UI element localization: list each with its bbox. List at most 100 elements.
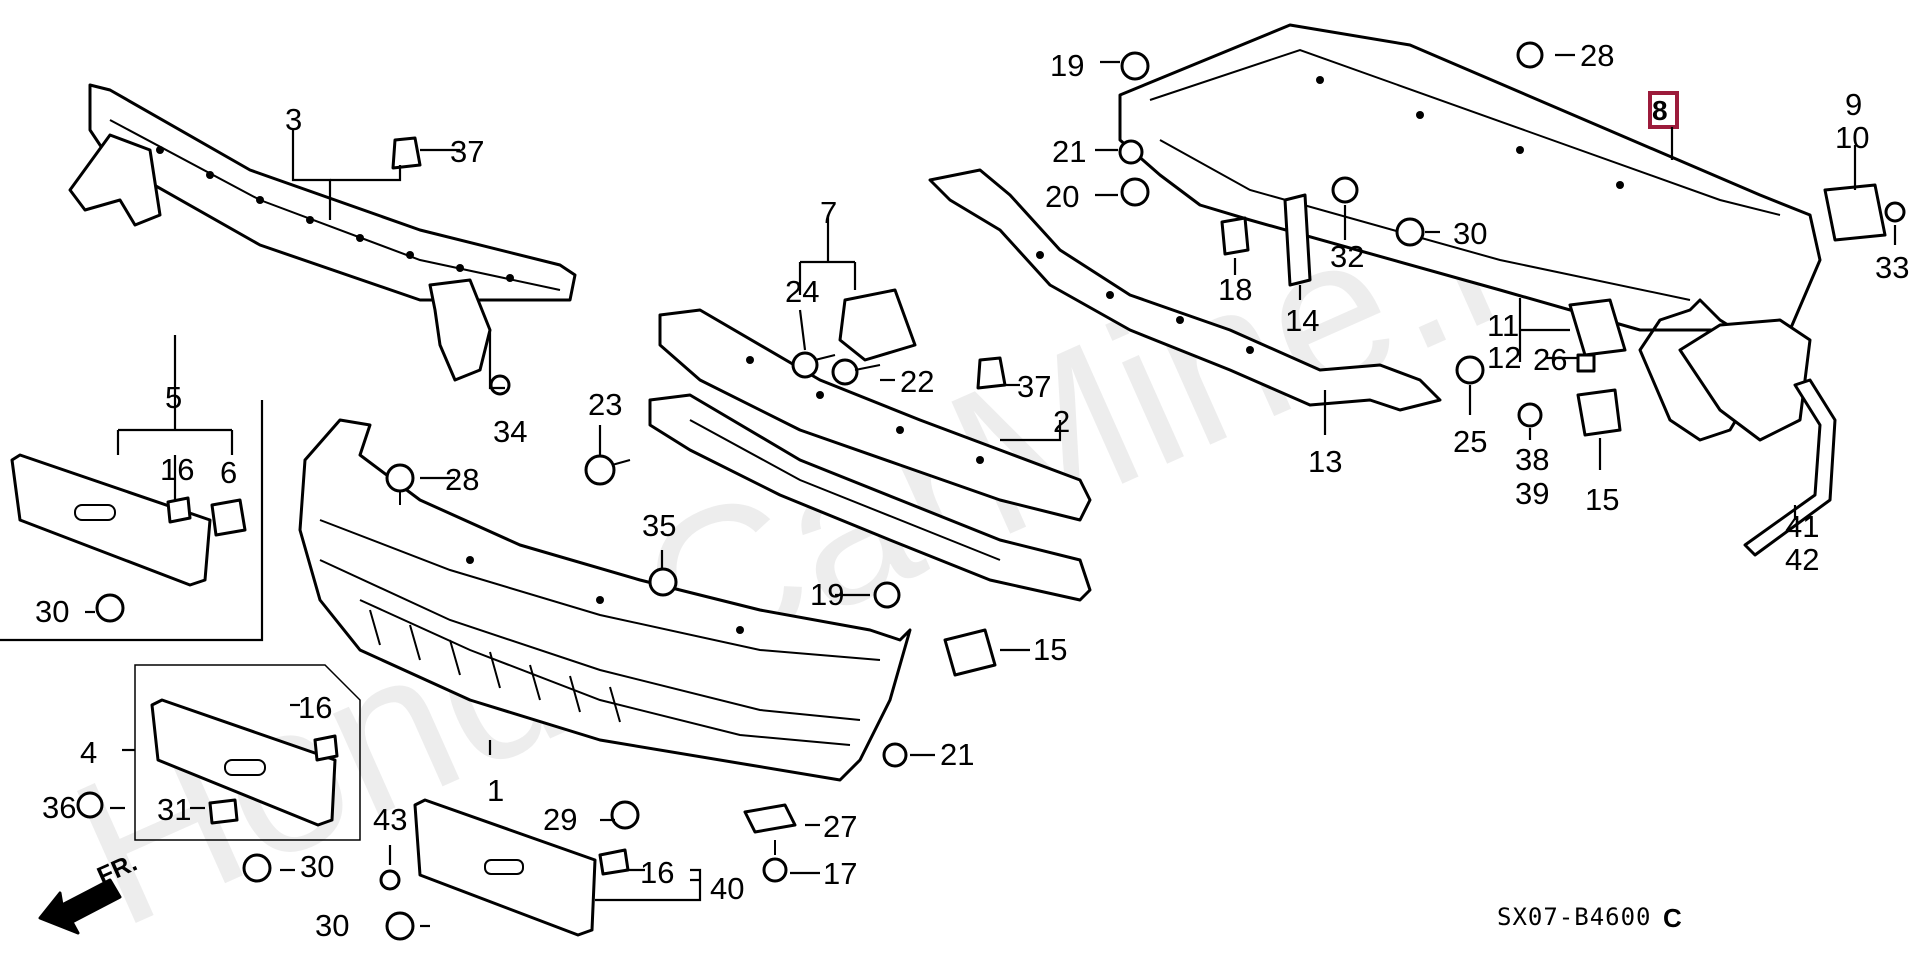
bolt-32[interactable]: [1331, 176, 1359, 204]
bolt-22[interactable]: [831, 358, 881, 386]
group-box-4: [134, 664, 361, 841]
bolt-36[interactable]: [76, 791, 104, 819]
callout-34: 34: [493, 414, 527, 449]
screw-21-front[interactable]: [882, 742, 908, 768]
callout-36: 36: [42, 790, 76, 825]
callout-21-front: 21: [940, 737, 974, 772]
clip-16-bottom[interactable]: [598, 848, 630, 876]
callout-14: 14: [1285, 303, 1319, 338]
clip-30-bottom[interactable]: [385, 911, 415, 941]
highlight-box: [1648, 91, 1679, 129]
bolt-24[interactable]: [791, 351, 836, 379]
callout-37-lower: 37: [1017, 369, 1051, 404]
callout-29: 29: [543, 802, 577, 837]
screw-21-rear[interactable]: [1118, 139, 1144, 165]
clip-29[interactable]: [610, 800, 640, 830]
callout-9: 9: [1845, 87, 1862, 122]
callout-2: 2: [1053, 404, 1070, 439]
clip-15-front[interactable]: [943, 628, 997, 677]
callout-25: 25: [1453, 424, 1487, 459]
callout-17: 17: [823, 856, 857, 891]
clip-28-front[interactable]: [385, 463, 415, 505]
clip-30-box[interactable]: [242, 853, 272, 883]
part-13-rear-beam[interactable]: [928, 168, 1442, 412]
callout-27: 27: [823, 809, 857, 844]
callout-16-upper: 16: [160, 452, 194, 487]
part-1-front-bumper[interactable]: [298, 418, 912, 782]
callout-30-left: 30: [35, 594, 69, 629]
clip-19-rear[interactable]: [1120, 51, 1150, 81]
callout-32: 32: [1330, 239, 1364, 274]
callout-8: 8: [1652, 95, 1668, 126]
callout-40: 40: [710, 871, 744, 906]
callout-24: 24: [785, 274, 819, 309]
bracket-9-10[interactable]: [1823, 183, 1887, 242]
callout-10: 10: [1835, 120, 1869, 155]
callout-labels: 1 2 3 4 5 6 7 8 9 10 11 12 13 14 15 15 1…: [35, 38, 1909, 943]
callout-30-bottom: 30: [315, 908, 349, 943]
nut-35[interactable]: [648, 567, 678, 597]
callout-16-bottom: 16: [640, 855, 674, 890]
callout-18: 18: [1218, 272, 1252, 307]
bracket-11-12[interactable]: [1568, 298, 1627, 357]
bolt-17[interactable]: [762, 840, 788, 883]
callout-15-rear: 15: [1585, 482, 1619, 517]
svg-text:SX07-B4600: SX07-B4600: [1497, 903, 1652, 931]
part-5-plate-base-upper[interactable]: [10, 453, 212, 587]
callout-15-front: 15: [1033, 632, 1067, 667]
callout-23: 23: [588, 387, 622, 422]
callout-19-front: 19: [810, 577, 844, 612]
callout-13: 13: [1308, 444, 1342, 479]
screw-43[interactable]: [379, 869, 401, 891]
callout-37-upper: 37: [450, 134, 484, 169]
clip-37-upper[interactable]: [391, 136, 422, 170]
clip-28-rear[interactable]: [1516, 41, 1544, 69]
callout-16-box: 16: [298, 690, 332, 725]
clip-26[interactable]: [1576, 353, 1596, 373]
bracket-7[interactable]: [838, 288, 917, 362]
callout-11: 11: [1487, 308, 1519, 343]
screw-33[interactable]: [1884, 201, 1906, 223]
clip-6[interactable]: [210, 498, 247, 537]
part-2-front-reinforcement[interactable]: [648, 308, 1092, 602]
clip-16-box[interactable]: [313, 734, 339, 762]
callout-1: 1: [487, 773, 504, 808]
callout-41: 41: [1785, 509, 1819, 544]
callout-12: 12: [1487, 340, 1521, 375]
clip-31[interactable]: [208, 798, 239, 825]
molding-41-42[interactable]: [1743, 378, 1837, 557]
bolt-23[interactable]: [584, 454, 631, 486]
callout-30-rear: 30: [1453, 216, 1487, 251]
callout-19-rear: 19: [1050, 48, 1084, 83]
callout-22: 22: [900, 364, 934, 399]
callout-5: 5: [165, 380, 182, 415]
nut-25[interactable]: [1455, 355, 1485, 385]
callout-3: 3: [285, 102, 302, 137]
part-40-plate-base-bottom[interactable]: [413, 798, 597, 937]
callout-20: 20: [1045, 179, 1079, 214]
callout-26: 26: [1533, 342, 1567, 377]
callout-30-box: 30: [300, 849, 334, 884]
callout-43: 43: [373, 802, 407, 837]
part-4-plate-base-lower[interactable]: [150, 698, 337, 827]
callout-39: 39: [1515, 476, 1549, 511]
group-box-5: [0, 400, 264, 642]
callout-6: 6: [220, 455, 237, 490]
clip-30-rear[interactable]: [1395, 217, 1425, 247]
clip-27[interactable]: [743, 803, 797, 834]
bracket-18[interactable]: [1220, 216, 1250, 256]
part-3-upper-beam[interactable]: [68, 83, 577, 382]
callout-28-front: 28: [445, 462, 479, 497]
clip-15-rear[interactable]: [1576, 388, 1622, 437]
callout-42: 42: [1785, 542, 1819, 577]
diagram-code: SX07-B4600 C: [1497, 903, 1682, 933]
bracket-14[interactable]: [1283, 193, 1312, 287]
clip-38-39[interactable]: [1517, 402, 1543, 428]
clip-20[interactable]: [1120, 177, 1150, 207]
clip-30-left[interactable]: [95, 593, 125, 623]
clip-19-front[interactable]: [873, 581, 901, 609]
screw-34[interactable]: [489, 374, 511, 396]
clip-16-upper[interactable]: [166, 496, 192, 524]
clip-37-lower[interactable]: [976, 356, 1007, 390]
